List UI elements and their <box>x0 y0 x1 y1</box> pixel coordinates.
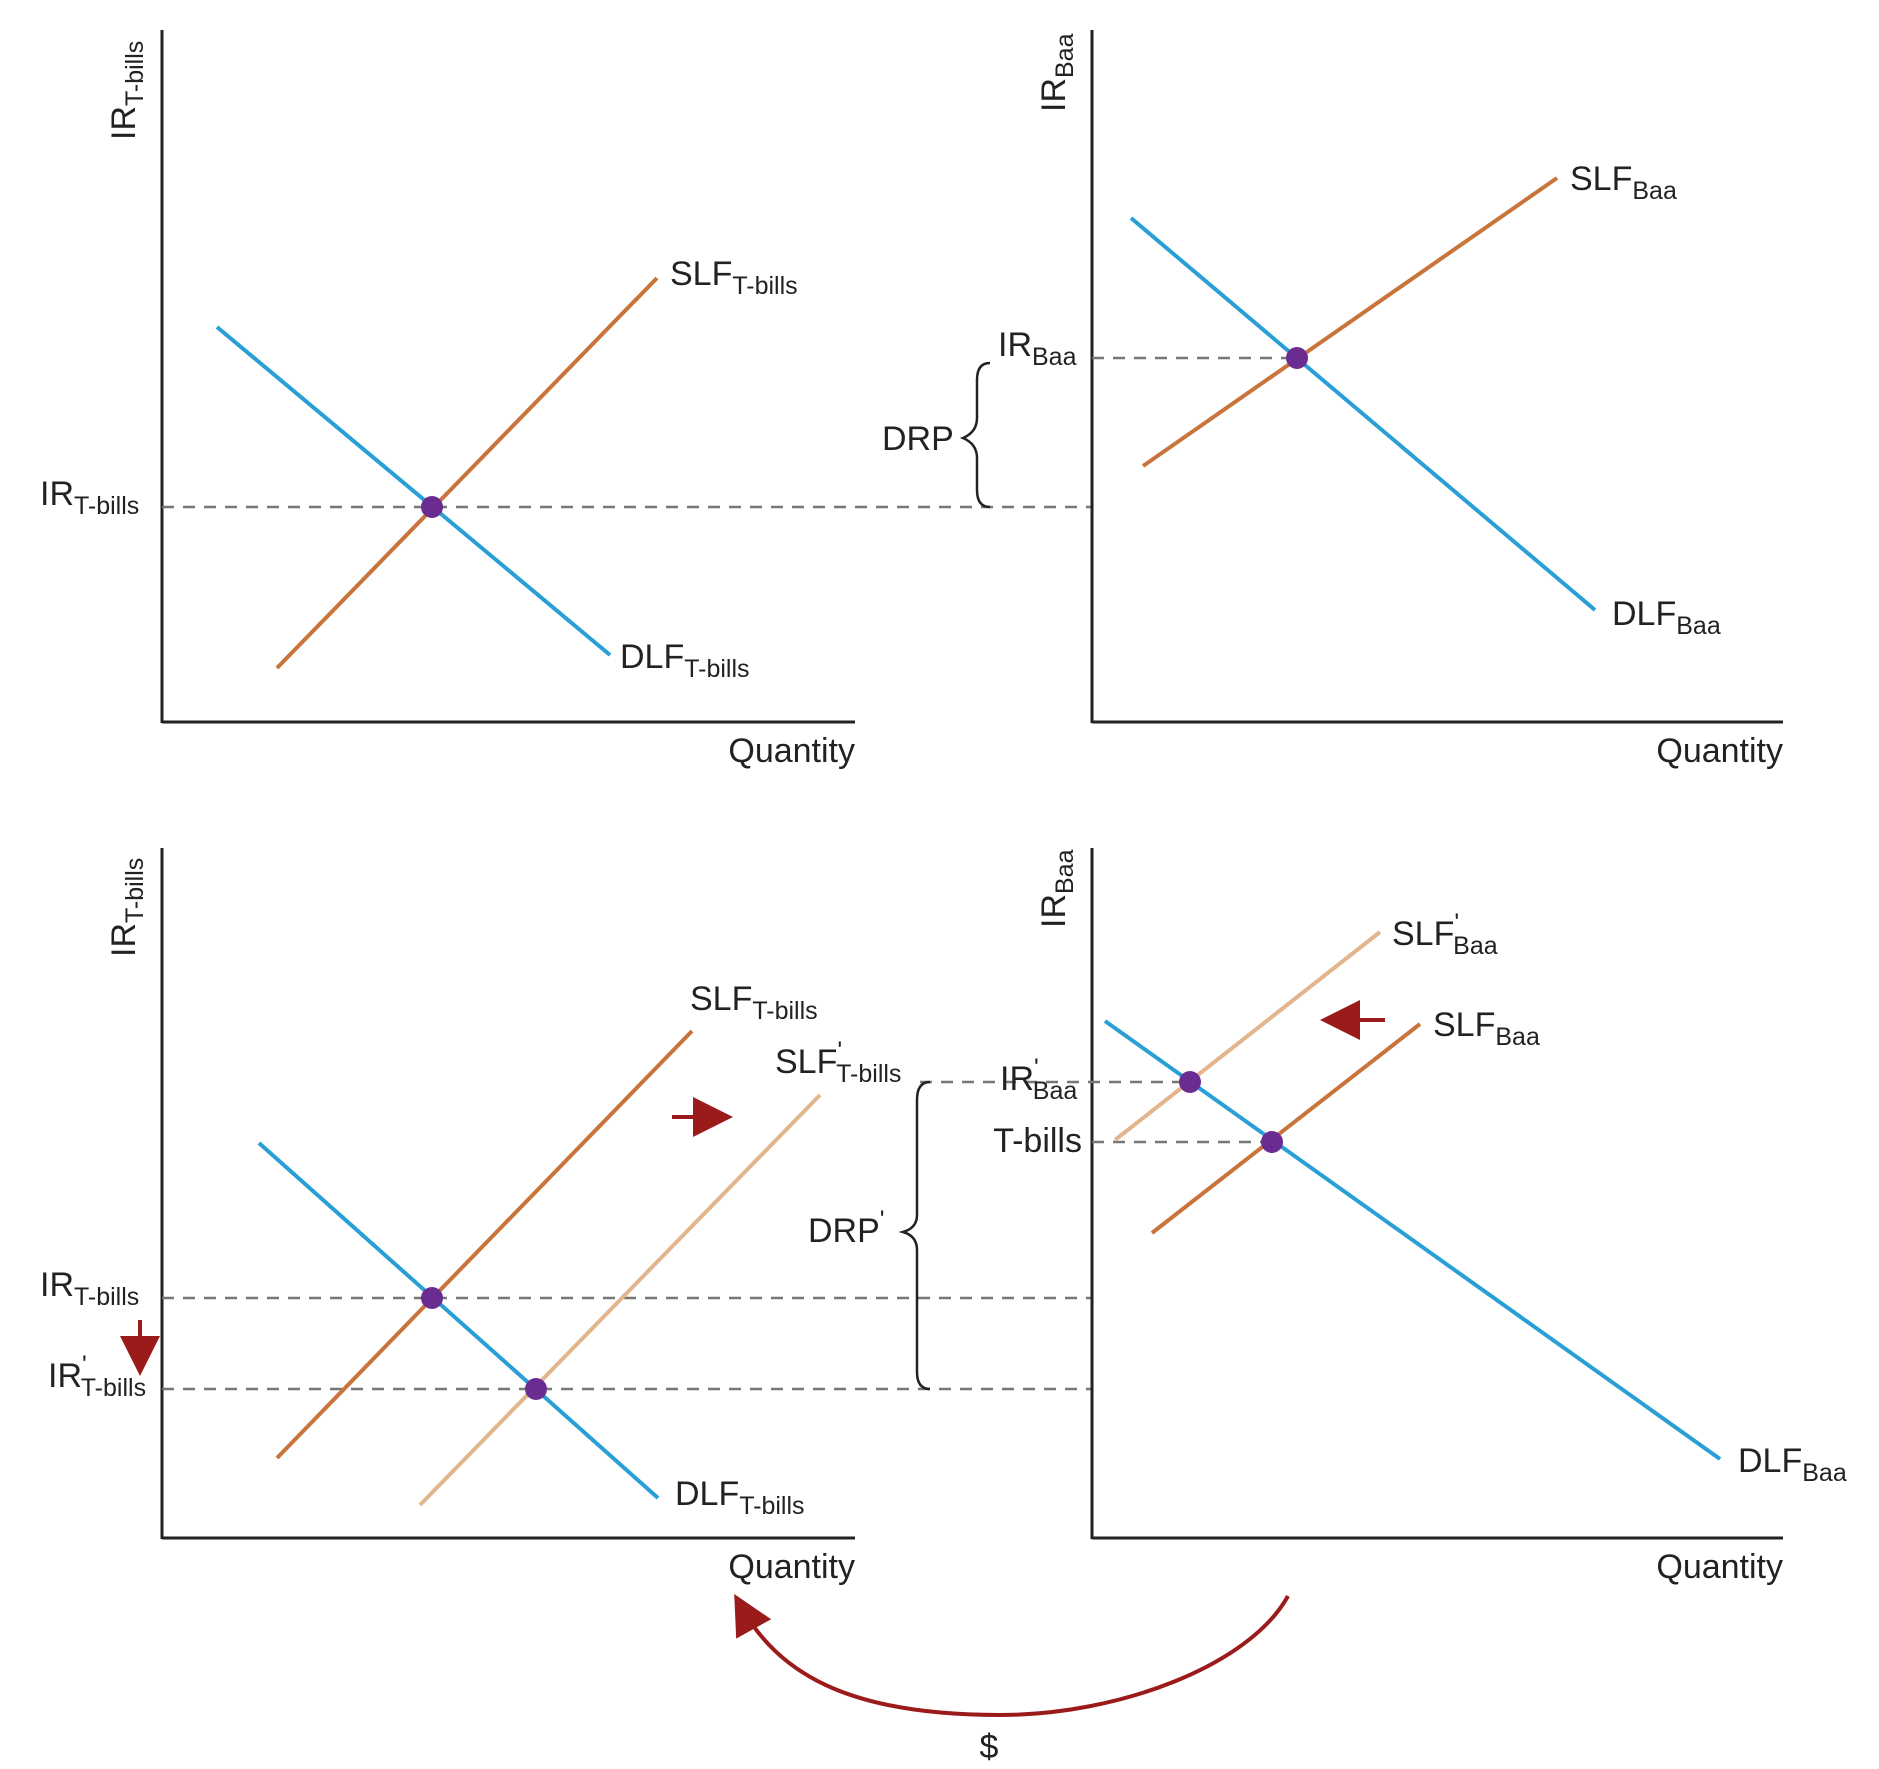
panel-bottom-left: IRT-bills Quantity IRT-bills IR'T-bills … <box>40 848 1092 1586</box>
funds-flow-arrow <box>734 1594 1290 1718</box>
bottom-right-demand-label: DLFBaa <box>1738 1442 1847 1487</box>
top-right-supply-curve <box>1141 176 1559 468</box>
bottom-left-y-axis-label: IRT-bills <box>105 858 149 957</box>
bottom-right-demand-curve <box>1103 1019 1722 1461</box>
bottom-right-drp-bracket <box>898 1080 931 1391</box>
top-left-equilibrium-point <box>421 496 443 518</box>
top-right-demand-curve <box>1129 216 1597 612</box>
panel-top-left: IRT-bills Quantity IRT-bills SLFT-bills … <box>40 30 1092 770</box>
top-left-demand-label: DLFT-bills <box>620 638 750 683</box>
bottom-right-y-axis-label: IRBaa <box>1035 849 1079 928</box>
top-right-drp-bracket <box>959 361 991 509</box>
top-right-equilibrium-point <box>1286 347 1308 369</box>
bottom-right-tbills-label: T-bills <box>993 1122 1082 1160</box>
top-left-supply-label: SLFT-bills <box>670 255 798 300</box>
bottom-left-demand-curve <box>257 1141 660 1500</box>
top-right-supply-label: SLFBaa <box>1570 160 1677 205</box>
bottom-left-equilibrium-point <box>421 1287 443 1309</box>
top-left-quantity-label: Quantity <box>728 732 855 770</box>
bottom-left-supply-new-curve <box>418 1093 822 1507</box>
bottom-right-supply-new-label: SLF'Baa <box>1392 909 1498 960</box>
bottom-right-supply-label: SLFBaa <box>1433 1006 1540 1051</box>
bottom-right-drp-label: DRP' <box>808 1206 885 1250</box>
top-right-ir-label: IRBaa <box>998 326 1077 371</box>
top-right-y-axis-label: IRBaa <box>1035 33 1079 112</box>
bottom-right-supply-new-curve <box>1113 930 1382 1142</box>
bottom-left-supply-label: SLFT-bills <box>690 980 818 1025</box>
bottom-right-ir-new-label: IR'Baa <box>1000 1054 1077 1105</box>
funds-flow-label: $ <box>980 1728 999 1766</box>
bottom-right-quantity-label: Quantity <box>1656 1548 1783 1586</box>
top-right-demand-label: DLFBaa <box>1612 595 1721 640</box>
bottom-left-quantity-label: Quantity <box>728 1548 855 1586</box>
bottom-right-supply-curve <box>1150 1022 1422 1235</box>
top-left-supply-curve <box>275 276 659 670</box>
top-right-drp-label: DRP <box>882 420 954 458</box>
top-left-demand-curve <box>215 325 612 657</box>
panel-top-right: IRBaa Quantity IRBaa DRP SLFBaa DLFBaa <box>882 30 1783 770</box>
top-right-quantity-label: Quantity <box>1656 732 1783 770</box>
funds-flow: $ <box>734 1594 1290 1766</box>
bottom-left-supply-new-label: SLF'T-bills <box>775 1037 901 1088</box>
bottom-left-ir-new-label: IR'T-bills <box>48 1351 146 1402</box>
bottom-right-equilibrium-new-point <box>1179 1071 1201 1093</box>
bottom-left-ir-label: IRT-bills <box>40 1266 139 1311</box>
bottom-left-equilibrium-new-point <box>525 1378 547 1400</box>
top-left-ir-label: IRT-bills <box>40 475 139 520</box>
bottom-left-demand-label: DLFT-bills <box>675 1475 805 1520</box>
panel-bottom-right: IRBaa Quantity IR'Baa T-bills DRP' SLF'B… <box>808 848 1847 1586</box>
bottom-left-supply-curve <box>275 1029 694 1460</box>
bottom-right-equilibrium-point <box>1261 1131 1283 1153</box>
top-left-y-axis-label: IRT-bills <box>105 41 149 140</box>
